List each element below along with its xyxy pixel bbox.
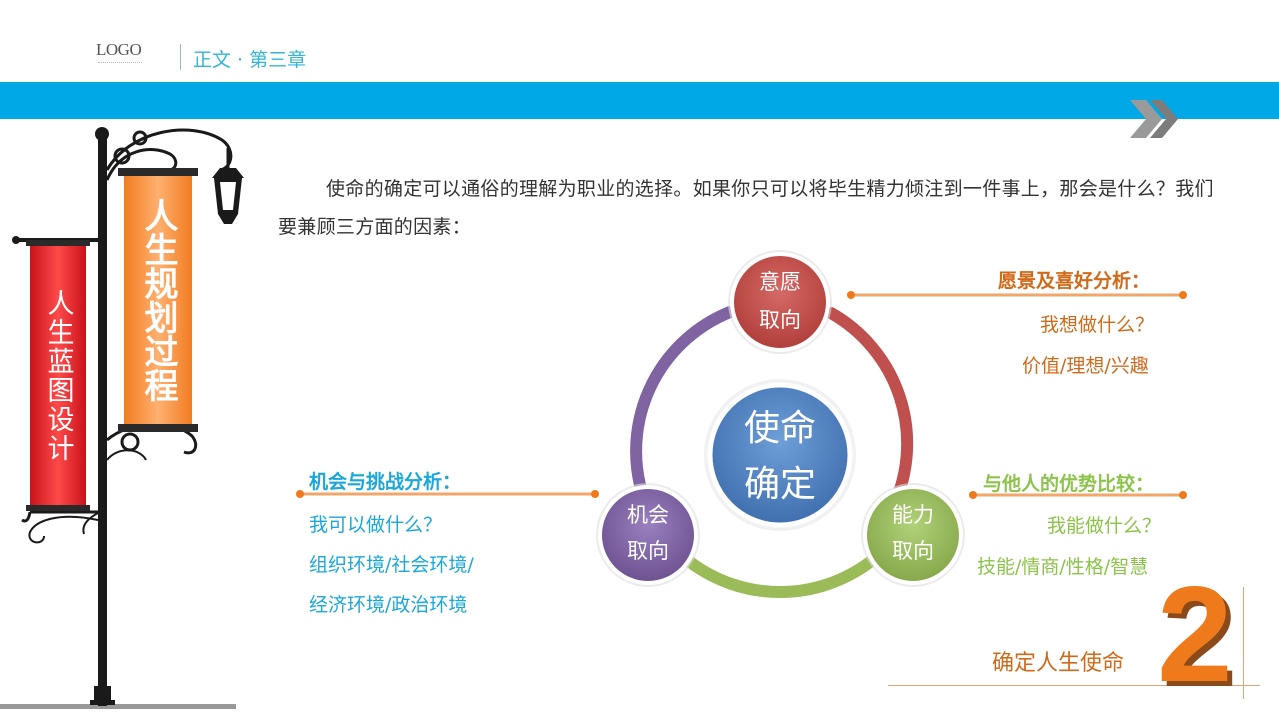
ring-arc-opportunity [630,306,736,491]
header-band [0,82,1279,119]
section-number: 2 [1157,558,1233,710]
opportunity-node [598,485,698,585]
chapter-title: 正文 · 第三章 [193,49,307,71]
left-banner [26,240,90,511]
opportunity-factors-1: 组织环境/社会环境/ [309,554,474,576]
vision-heading: 愿景及喜好分析： [998,270,1151,292]
ability-question: 我能做什么？ [1047,515,1162,537]
ability-label-2: 取向 [892,539,934,563]
center-circle [707,382,853,528]
footer-vertical-line [1243,587,1244,699]
ability-label-1: 能力 [892,503,934,527]
logo: LOGO [96,40,142,59]
vision-question: 我想做什么？ [1040,314,1155,336]
vision-factors: 价值/理想/兴趣 [1022,355,1149,377]
next-chevron-icon[interactable] [1128,98,1180,140]
right-banner-text: 人生规划过程 [138,198,178,402]
vision-label-1: 意愿 [759,270,801,294]
opportunity-factors-2: 经济环境/政治环境 [309,594,468,616]
left-banner-text: 人生蓝图设计 [42,289,74,463]
intro-paragraph: 使命的确定可以通俗的理解为职业的选择。如果你只可以将毕生精力倾注到一件事上，那会… [278,178,1214,238]
opportunity-heading: 机会与挑战分析： [309,471,462,493]
vision-label-2: 取向 [759,308,801,332]
ring-arc-ability [684,556,876,598]
opportunity-question: 我可以做什么？ [309,514,443,536]
center-label-2: 确定 [744,464,816,505]
ring-arc-vision [825,307,914,511]
vision-node [730,252,830,352]
mission-cycle-diagram: 使命 确定 意愿 取向 机会 取向 能力 取向 [596,250,965,598]
opportunity-label-1: 机会 [627,503,669,527]
footer-line [888,685,1260,686]
header-divider [180,44,181,70]
ability-node [863,485,963,585]
opportunity-label-2: 取向 [627,539,669,563]
logo-underline [98,62,142,65]
right-banner [118,168,198,432]
mission-label: 确定人生使命 [992,651,1125,676]
ability-heading: 与他人的优势比较： [983,473,1155,495]
center-label-1: 使命 [744,408,816,449]
ability-factors: 技能/情商/性格/智慧 [977,556,1149,578]
